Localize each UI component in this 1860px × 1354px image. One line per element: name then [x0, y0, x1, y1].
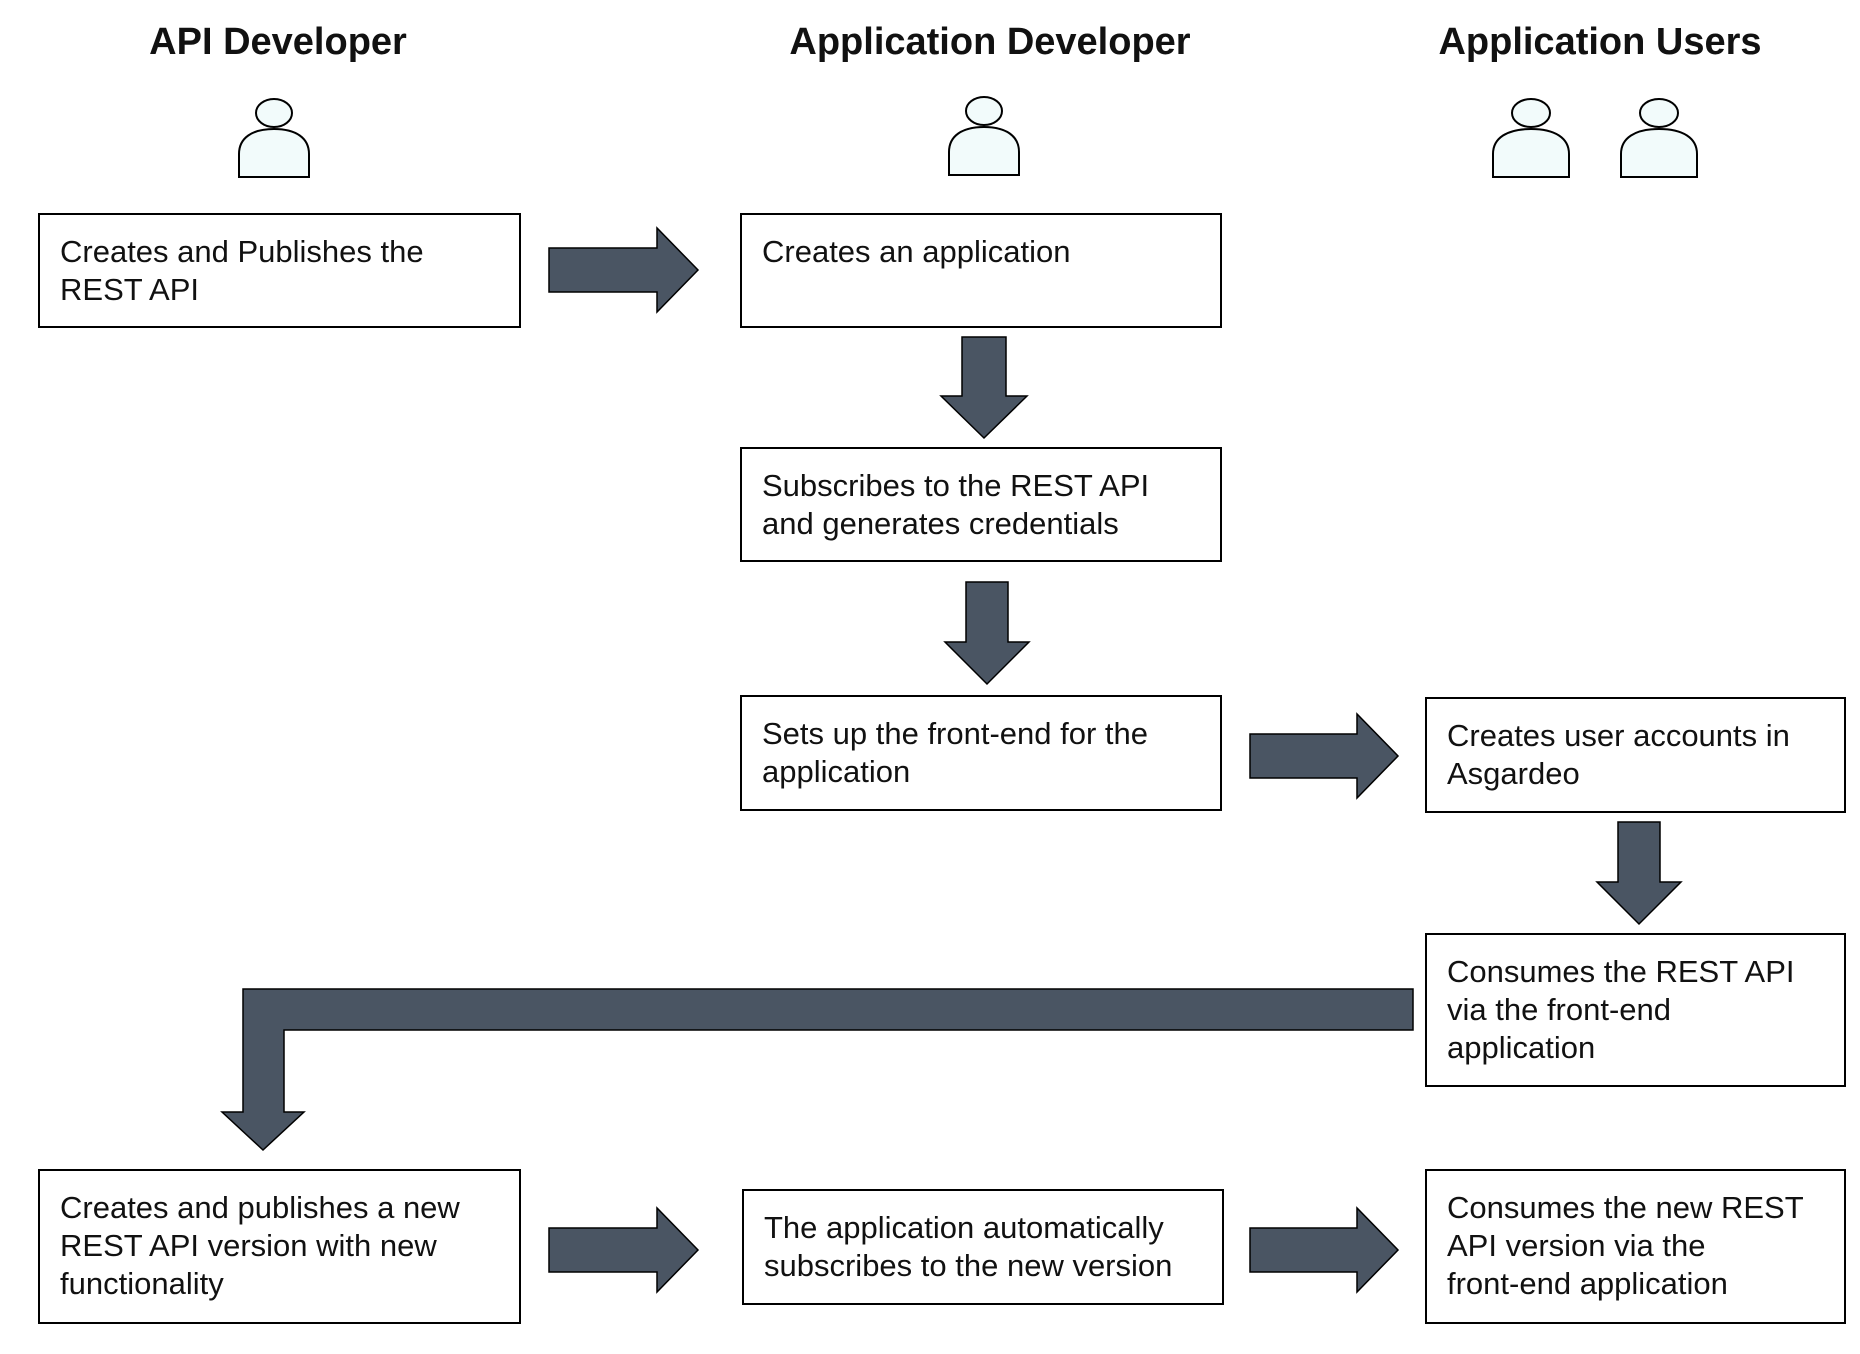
step-setup-frontend: Sets up the front-end for the applicatio…: [740, 695, 1222, 811]
step-text-line: Consumes the REST API: [1447, 954, 1795, 989]
step-create-publish-api: Creates and Publishes the REST API: [38, 213, 521, 328]
arrow-down: [943, 581, 1031, 686]
step-text-line: application: [1447, 1030, 1596, 1065]
step-subscribe-credentials: Subscribes to the REST API and generates…: [740, 447, 1222, 562]
lane-title-application-users: Application Users: [1438, 21, 1762, 63]
arrow-right: [548, 226, 700, 314]
step-consume-new-version: Consumes the new REST API version via th…: [1425, 1169, 1846, 1324]
step-publish-new-version: Creates and publishes a new REST API ver…: [38, 1169, 521, 1324]
step-create-application: Creates an application: [740, 213, 1222, 328]
step-text-line: Subscribes to the REST API: [762, 468, 1150, 503]
arrow-down: [1595, 821, 1683, 926]
arrow-right: [1249, 1206, 1400, 1294]
arrow-right: [548, 1206, 700, 1294]
person-icon: [1492, 98, 1570, 178]
step-create-user-accounts: Creates user accounts in Asgardeo: [1425, 697, 1846, 813]
step-text-line: Sets up the front-end for the: [762, 716, 1149, 751]
person-icon: [948, 96, 1020, 176]
step-text-line: Creates and publishes a new: [60, 1190, 460, 1225]
step-text-line: application: [762, 754, 911, 789]
step-text-line: functionality: [60, 1266, 224, 1301]
step-text-line: and generates credentials: [762, 506, 1119, 541]
lane-title-api-developer: API Developer: [149, 21, 407, 63]
step-auto-subscribe: The application automatically subscribes…: [742, 1189, 1224, 1305]
person-icon: [1620, 98, 1698, 178]
step-text-line: subscribes to the new version: [764, 1248, 1173, 1283]
step-consume-api: Consumes the REST API via the front-end …: [1425, 933, 1846, 1087]
arrow-right: [1249, 712, 1400, 800]
person-icon: [238, 98, 310, 178]
step-text-line: API version via the: [1447, 1228, 1706, 1263]
step-text-line: REST API version with new: [60, 1228, 437, 1263]
step-text-line: Asgardeo: [1447, 756, 1580, 791]
step-text-line: Consumes the new REST: [1447, 1190, 1804, 1225]
step-text-line: Creates and Publishes the: [60, 234, 424, 269]
step-text-line: Creates an application: [762, 234, 1071, 269]
step-text-line: REST API: [60, 272, 199, 307]
arrow-down: [939, 336, 1029, 440]
step-text-line: Creates user accounts in: [1447, 718, 1790, 753]
lane-title-application-developer: Application Developer: [789, 21, 1191, 63]
step-text-line: The application automatically: [764, 1210, 1164, 1245]
arrow-elbow: [220, 988, 1414, 1152]
step-text-line: via the front-end: [1447, 992, 1672, 1027]
step-text-line: front-end application: [1447, 1266, 1728, 1301]
